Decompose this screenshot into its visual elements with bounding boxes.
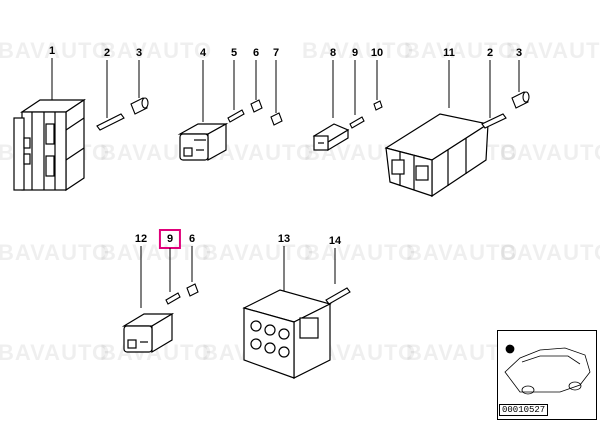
- callout-11[interactable]: 11: [443, 47, 455, 59]
- vehicle-inset: [504, 344, 591, 395]
- watermark: BAVAUTO: [500, 140, 600, 165]
- watermark: BAVAUTO: [0, 340, 111, 365]
- part-2-pin[interactable]: [96, 113, 125, 131]
- part-4-connector[interactable]: [177, 122, 229, 162]
- part-9-pin-highlighted[interactable]: [165, 292, 181, 305]
- callout-9[interactable]: 9: [351, 47, 359, 59]
- callout-9-highlighted[interactable]: 9: [158, 229, 182, 249]
- callout-13[interactable]: 13: [277, 233, 291, 245]
- callout-4[interactable]: 4: [199, 47, 207, 59]
- watermark: BAVAUTO: [100, 38, 213, 63]
- part-1-connector-housing[interactable]: [13, 98, 86, 192]
- part-3-sleeve-right[interactable]: [511, 91, 530, 109]
- watermark: BAVAUTO: [406, 240, 519, 265]
- watermark: BAVAUTO: [304, 240, 417, 265]
- part-12-connector[interactable]: [121, 312, 175, 354]
- part-13-multi-pin-housing[interactable]: [242, 289, 332, 379]
- watermark: BAVAUTO: [0, 38, 111, 63]
- callout-2-right[interactable]: 2: [486, 47, 494, 59]
- watermark: BAVAUTO: [302, 38, 415, 63]
- callout-3[interactable]: 3: [135, 47, 143, 59]
- part-9-pin[interactable]: [349, 116, 365, 129]
- watermark: BAVAUTO: [100, 240, 213, 265]
- callout-5[interactable]: 5: [230, 47, 238, 59]
- part-11-housing[interactable]: [384, 113, 490, 198]
- part-5-pin[interactable]: [227, 109, 245, 123]
- watermark: BAVAUTO: [0, 240, 111, 265]
- part-7-sleeve[interactable]: [270, 112, 283, 126]
- callout-3-right[interactable]: 3: [515, 47, 523, 59]
- callout-8[interactable]: 8: [329, 47, 337, 59]
- diagram-id: 00010527: [499, 404, 549, 416]
- part-6-sleeve-bottom[interactable]: [186, 283, 199, 297]
- watermark: BAVAUTO: [500, 240, 600, 265]
- callout-14[interactable]: 14: [328, 235, 342, 247]
- watermark: BAVAUTO: [202, 240, 315, 265]
- callout-1[interactable]: 1: [48, 45, 56, 57]
- watermark: BAVAUTO: [506, 38, 600, 63]
- part-14-pin[interactable]: [325, 287, 351, 305]
- callout-12[interactable]: 12: [134, 233, 148, 245]
- part-8-connector[interactable]: [312, 123, 350, 152]
- callout-2[interactable]: 2: [103, 47, 111, 59]
- part-2-pin-right[interactable]: [481, 113, 507, 129]
- part-3-sleeve[interactable]: [130, 97, 149, 115]
- part-10-sleeve[interactable]: [373, 100, 383, 111]
- callout-6-bottom[interactable]: 6: [188, 233, 196, 245]
- watermark: BAVAUTO: [404, 38, 517, 63]
- callout-6[interactable]: 6: [252, 47, 260, 59]
- part-6-sleeve[interactable]: [250, 99, 263, 113]
- callout-10[interactable]: 10: [370, 47, 384, 59]
- callout-7[interactable]: 7: [272, 47, 280, 59]
